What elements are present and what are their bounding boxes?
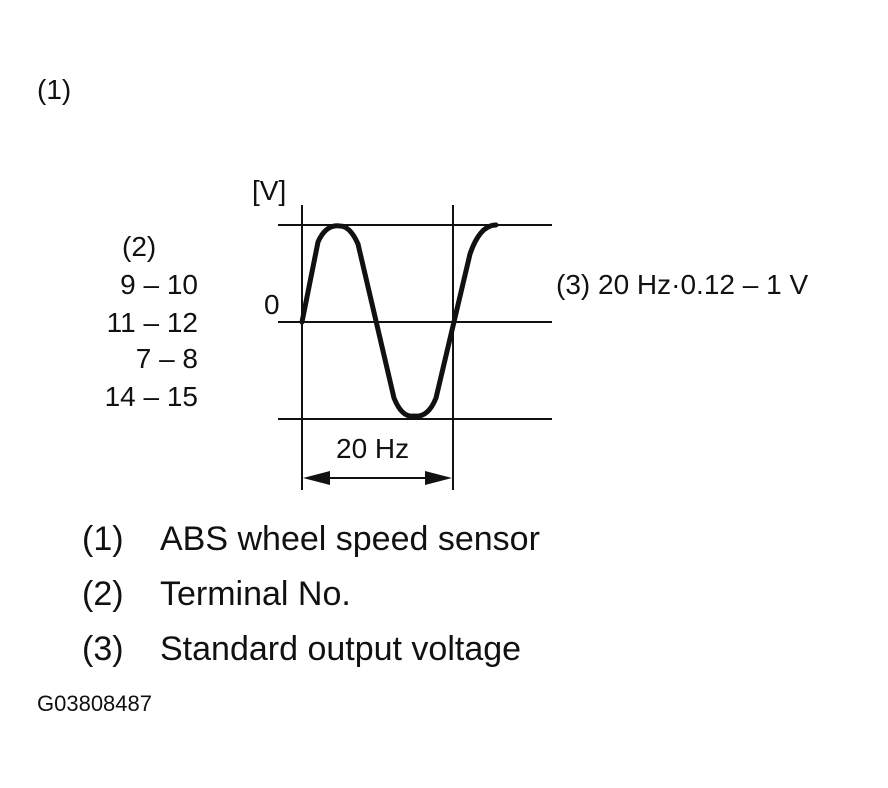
legend-text: Standard output voltage [160, 630, 522, 668]
figure-marker: (1) [37, 74, 72, 105]
terminal-pair: 7 – 8 [135, 343, 198, 374]
terminal-marker: (2) [122, 231, 157, 262]
terminal-pair: 11 – 12 [106, 307, 198, 338]
arrowhead-right-icon [425, 471, 452, 485]
legend-number: (3) [82, 630, 124, 668]
zero-label: 0 [264, 289, 280, 320]
legend-number: (1) [82, 520, 124, 558]
legend-text: ABS wheel speed sensor [160, 520, 540, 558]
legend-number: (2) [82, 575, 124, 613]
legend-text: Terminal No. [160, 575, 351, 613]
voltage-unit-label: [V] [252, 175, 287, 206]
terminal-pair: 14 – 15 [104, 381, 198, 412]
output-spec-label: (3) 20 Hz·0.12 – 1 V [556, 269, 809, 300]
figure-code: G03808487 [37, 691, 152, 716]
terminal-pair: 9 – 10 [120, 269, 198, 300]
period-label: 20 Hz [336, 433, 410, 464]
output-waveform [299, 222, 499, 419]
arrowhead-left-icon [303, 471, 330, 485]
